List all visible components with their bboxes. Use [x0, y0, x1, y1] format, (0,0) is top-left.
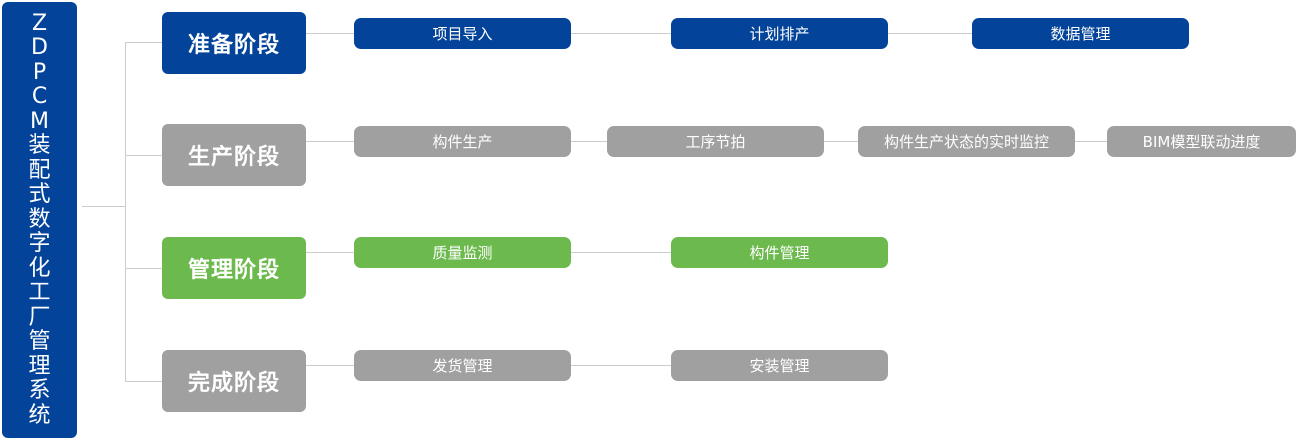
step-realtime-monitoring[interactable]: 构件生产状态的实时监控: [858, 126, 1075, 157]
step-shipping-management[interactable]: 发货管理: [354, 350, 571, 381]
connector-trunk-to-stage-3: [125, 268, 162, 269]
step-label: BIM模型联动进度: [1142, 133, 1261, 151]
system-title-panel: ZDPCM装配式数字化工厂管理系统: [2, 2, 77, 438]
step-label: 安装管理: [749, 357, 810, 375]
step-label: 构件生产状态的实时监控: [883, 133, 1049, 151]
system-title: ZDPCM装配式数字化工厂管理系统: [28, 10, 51, 428]
step-component-management[interactable]: 构件管理: [671, 237, 888, 268]
step-production-scheduling[interactable]: 计划排产: [671, 18, 888, 49]
step-quality-monitoring[interactable]: 质量监测: [354, 237, 571, 268]
connector-trunk-to-stage-4: [125, 381, 162, 382]
step-component-production[interactable]: 构件生产: [354, 126, 571, 157]
step-label: 数据管理: [1050, 25, 1111, 43]
stage-management[interactable]: 管理阶段: [162, 237, 306, 299]
connector-trunk-to-stage-1: [125, 42, 162, 43]
stage-label: 生产阶段: [187, 145, 280, 170]
stage-label: 完成阶段: [187, 371, 280, 396]
step-data-management[interactable]: 数据管理: [972, 18, 1189, 49]
stage-label: 准备阶段: [187, 33, 280, 58]
step-label: 项目导入: [432, 25, 493, 43]
connector-trunk-to-stage-2: [125, 155, 162, 156]
step-installation-management[interactable]: 安装管理: [671, 350, 888, 381]
connector-row-1: [306, 33, 972, 34]
stage-production[interactable]: 生产阶段: [162, 124, 306, 186]
step-bim-model-progress[interactable]: BIM模型联动进度: [1107, 126, 1296, 157]
step-label: 工序节拍: [685, 133, 746, 151]
step-project-import[interactable]: 项目导入: [354, 18, 571, 49]
step-label: 质量监测: [432, 244, 493, 262]
step-label: 计划排产: [749, 25, 810, 43]
stage-completion[interactable]: 完成阶段: [162, 350, 306, 412]
stage-label: 管理阶段: [187, 258, 280, 283]
step-label: 构件生产: [432, 133, 493, 151]
stage-preparation[interactable]: 准备阶段: [162, 12, 306, 74]
step-process-takt[interactable]: 工序节拍: [607, 126, 824, 157]
step-label: 构件管理: [749, 244, 810, 262]
step-label: 发货管理: [432, 357, 493, 375]
connector-root-to-trunk: [82, 206, 126, 207]
connector-trunk: [125, 42, 126, 382]
